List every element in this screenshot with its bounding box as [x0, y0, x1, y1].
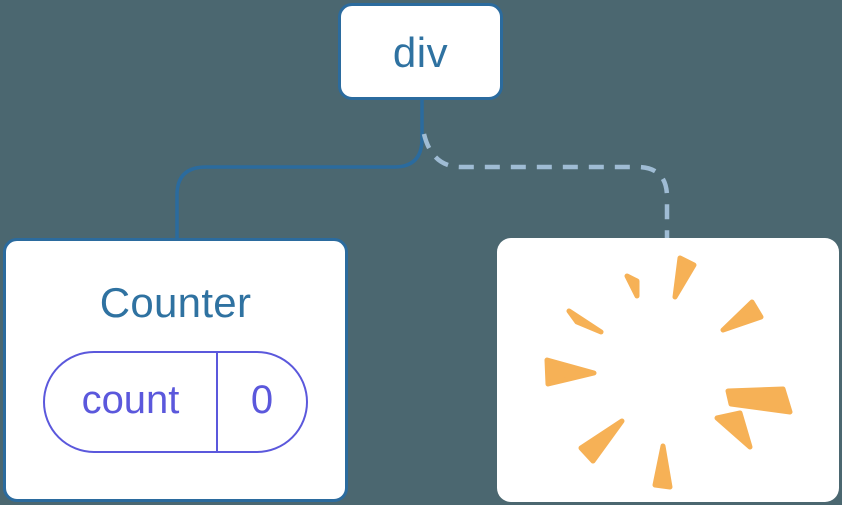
state-key-cell: count: [45, 353, 218, 452]
dashed-link-line: [421, 133, 670, 239]
state-key-label: count: [81, 377, 180, 422]
state-value-cell: 0: [218, 353, 306, 451]
node-div: div: [338, 3, 503, 100]
solid-link-line: [175, 100, 424, 240]
node-div-label: div: [392, 28, 449, 76]
state-pill: count 0: [43, 351, 308, 454]
node-removed: [497, 238, 839, 502]
node-counter-title: Counter: [99, 279, 252, 326]
poof-icon: [544, 255, 793, 490]
state-value-label: 0: [250, 377, 274, 422]
node-counter: Counter count 0: [3, 238, 348, 502]
